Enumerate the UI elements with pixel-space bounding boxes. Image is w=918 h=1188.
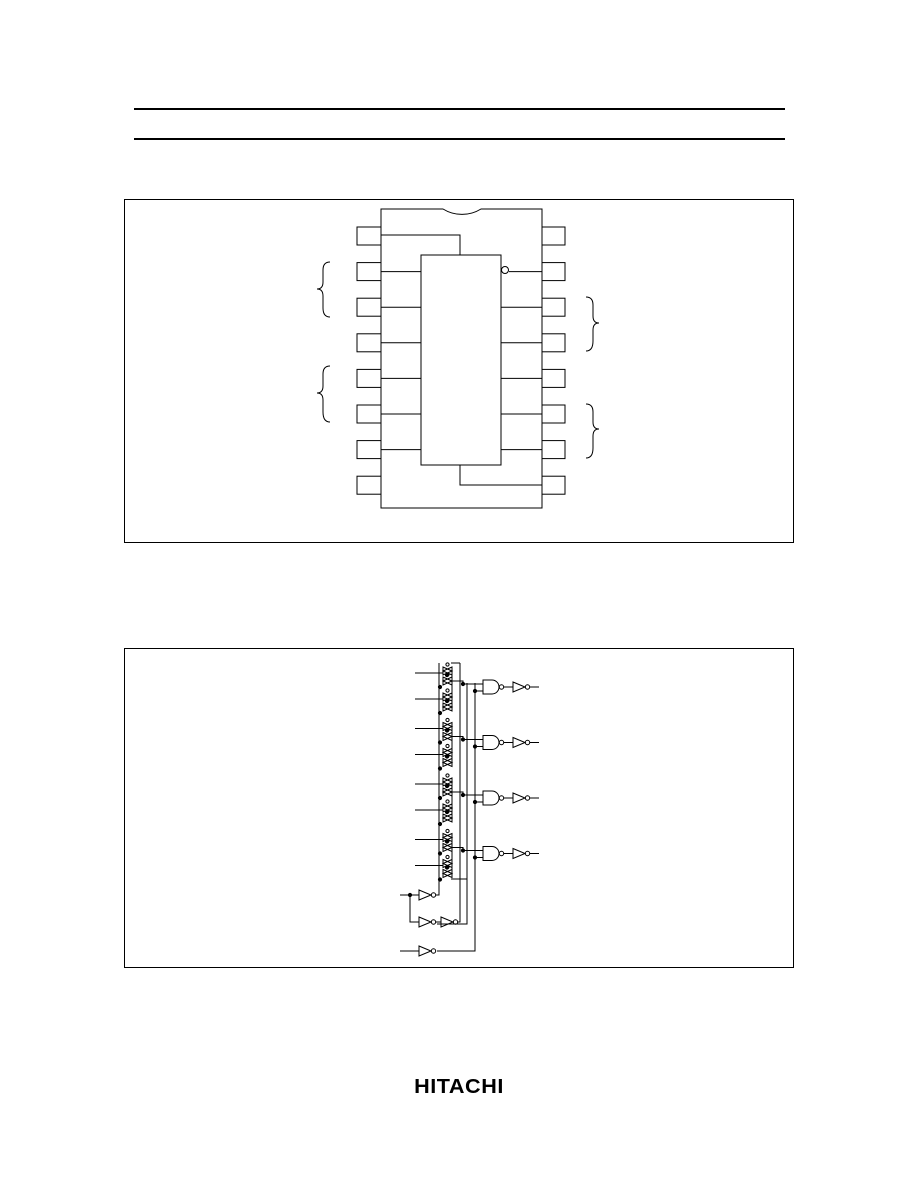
junction-dot [444,728,450,733]
tgate-s4-2-a [442,842,454,853]
output-buffer-1 [512,681,527,693]
junction-dot [460,792,466,798]
pin-left-4 [356,333,382,353]
output-buffer-2-bubble [524,739,531,746]
right-brace-upper [585,296,600,352]
pin-right-6 [541,404,566,424]
junction-dot [444,783,450,789]
hitachi-logo: HITACHI [414,1076,504,1098]
nand-1 [482,679,500,695]
enable-inverter [418,945,433,957]
tgate-s4-3-bubble [445,854,450,860]
left-brace-upper [316,261,331,318]
junction-dot [460,681,466,687]
tgate-s2-4-a [442,757,454,768]
pin-right-7 [541,440,566,460]
nand-3-bubble [498,795,505,801]
select-a-out [436,877,440,896]
select-a-branch [409,895,419,923]
junction-dot [460,848,466,853]
tgate-s2-4-b [441,757,453,768]
pin-left-1 [356,226,382,246]
tgate-s1-4-a [442,702,454,712]
tgate-s2-1-bubble [445,717,450,723]
pin-right-8 [541,475,566,495]
tgate-s3-2-b [441,787,453,797]
nand-2-bubble [498,739,505,746]
nand-1-bubble [498,684,505,690]
select-inverter-1 [418,889,433,901]
tgate-s2-3-bubble [445,743,450,749]
tgate-s2-2-a [442,731,454,742]
left-brace-lower [316,365,331,423]
output-buffer-2 [512,736,527,749]
nand-4 [482,846,500,861]
tgate-s4-4-a [442,868,454,879]
tgate-s3-1-bubble [445,773,450,778]
right-brace-lower [585,403,600,459]
tgate-s4-1-bubble [445,828,450,834]
tgate-s1-1-bubble [445,662,450,667]
logic-diagram-frame [124,648,794,968]
output-buffer-3-bubble [524,795,531,801]
nand-3 [482,790,500,806]
pin-left-3 [356,297,382,317]
output-buffer-3 [512,792,527,804]
nand-2 [482,735,500,750]
tgate-s3-4-b [441,813,453,823]
lead-right-8 [459,465,542,486]
pin-left-8 [356,475,382,495]
header-rule-bottom [134,138,785,140]
junction-dot [444,698,450,704]
junction-dot [444,839,450,844]
header-rule-top [134,108,785,110]
pin-arrangement-diagram [316,208,600,509]
tgate-s3-3-bubble [445,799,450,804]
junction-dot [444,865,450,870]
select-inverter-1-bubble [430,892,437,898]
output-buffer-4-bubble [524,850,531,857]
pin-left-5 [356,368,382,388]
select-inverter-3-bubble [452,919,459,925]
pin-left-2 [356,262,382,282]
junction-dot [460,737,466,742]
nand-4-bubble [498,850,505,857]
output-buffer-4 [512,847,527,860]
pin-left-6 [356,404,382,424]
junction-dot [444,672,450,678]
tgate-s4-4-b [441,868,453,879]
pin-arrangement-frame [124,199,794,543]
junction-dot [444,754,450,759]
tgate-s3-2-a [442,787,454,797]
enable-inverter-bubble [430,948,437,954]
junction-dot [444,809,450,815]
lead-left-1 [381,234,461,255]
output-buffer-1-bubble [524,684,531,690]
tgate-s1-3-bubble [445,688,450,693]
tgate-s1-2-a [442,676,454,686]
pin-right-5 [541,368,566,388]
bus-enable [437,683,476,952]
tgate-s1-2-b [441,676,453,686]
select-inverter-2-bubble [430,919,437,925]
select-b-out [458,877,461,923]
select-inverter-3 [440,916,455,928]
select-inverter-2 [418,916,433,928]
pin-right-2 [541,262,566,282]
pin-left-7 [356,440,382,460]
tgate-s4-2-b [441,842,453,853]
tgate-s1-4-b [441,702,453,712]
pin-right-3 [541,297,566,317]
logic-diagram [400,662,539,957]
pin-right-4 [541,333,566,353]
tgate-s3-4-a [442,813,454,823]
tgate-s2-2-b [441,731,453,742]
pin-right-1 [541,226,566,246]
